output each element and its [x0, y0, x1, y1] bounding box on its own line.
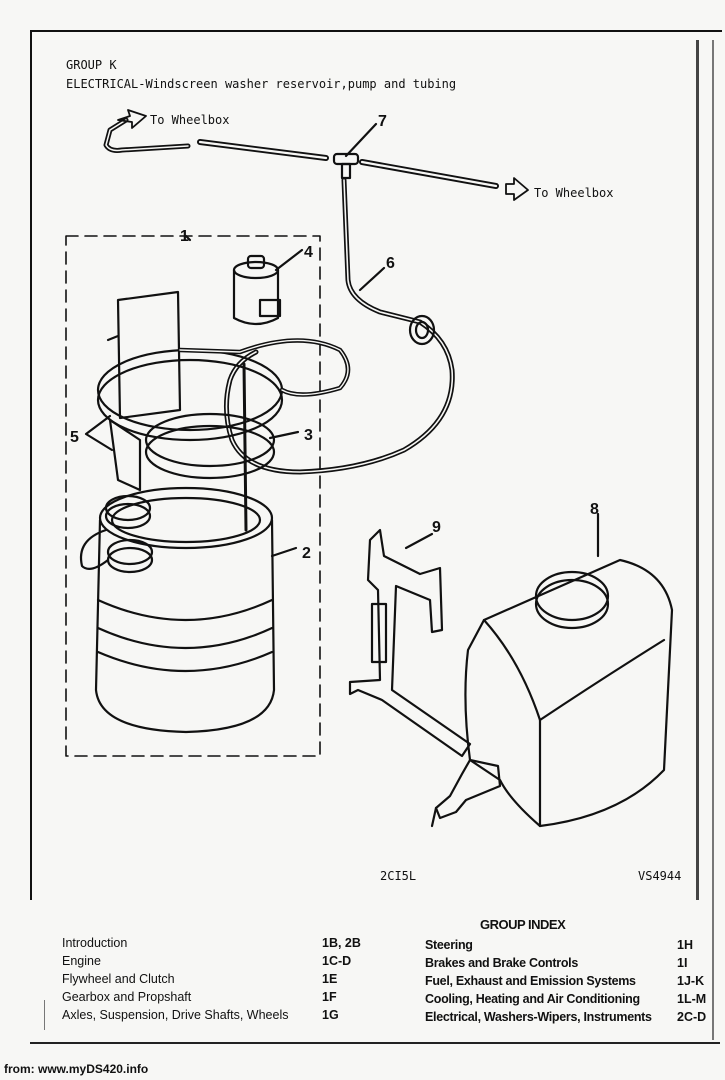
- callout-3: 3: [304, 427, 313, 444]
- right-edge: [712, 40, 714, 1040]
- page-title: ELECTRICAL-Windscreen washer reservoir,p…: [66, 77, 457, 91]
- callout-1: 1: [180, 228, 189, 245]
- callout-6: 6: [386, 255, 395, 272]
- callout-5: 5: [70, 429, 79, 446]
- to-wheelbox-left: To Wheelbox: [150, 113, 229, 127]
- callout-7: 7: [378, 113, 387, 130]
- callout-8: 8: [590, 501, 599, 518]
- drawing-code: 2CI5L: [380, 869, 416, 883]
- margin-tick: [44, 1000, 45, 1030]
- group-index-title: GROUP INDEX: [480, 917, 566, 932]
- group-label: GROUP K: [66, 58, 117, 72]
- callout-4: 4: [304, 244, 313, 261]
- right-border: [696, 40, 699, 900]
- page-frame: [30, 30, 722, 900]
- callout-9: 9: [432, 519, 441, 536]
- drawing-number: VS4944: [638, 869, 681, 883]
- callout-2: 2: [302, 545, 311, 562]
- bottom-rule: [30, 1042, 720, 1044]
- to-wheelbox-right: To Wheelbox: [534, 186, 613, 200]
- source-footer: from: www.myDS420.info: [4, 1062, 149, 1076]
- exploded-diagram: 1 2 3 4 5 6 7 8 9 To Wheelbox To Wheelbo…: [65, 109, 681, 883]
